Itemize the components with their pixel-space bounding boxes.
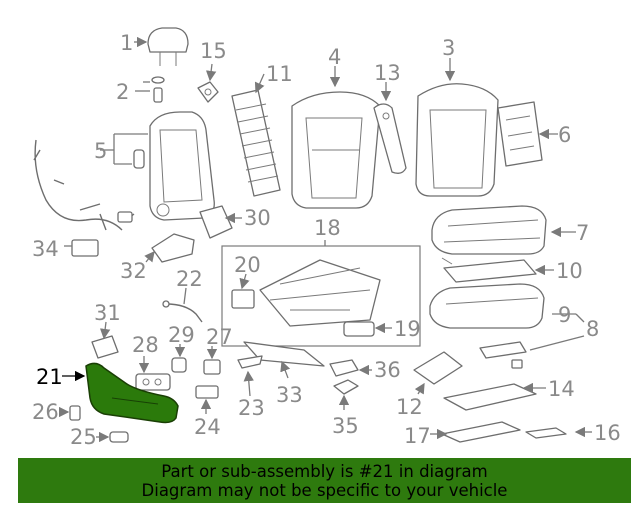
- part-7-cushion-cover: [431, 205, 547, 255]
- part-26-cap: [69, 405, 81, 421]
- callout-13: 13: [374, 61, 401, 85]
- part-24-bezel: [195, 385, 219, 399]
- callout-21: 21: [36, 365, 63, 389]
- callout-3: 3: [442, 36, 455, 60]
- notice-banner: Part or sub-assembly is #21 in diagram D…: [18, 458, 631, 503]
- part-8-mat: [479, 341, 527, 369]
- part-18-seat-adjuster-box: [221, 245, 421, 347]
- callout-31: 31: [94, 301, 121, 325]
- part-5-clip: [133, 149, 145, 169]
- part-36-bracket: [329, 359, 359, 377]
- part-32-cover: [151, 233, 195, 263]
- callout-35: 35: [332, 414, 359, 438]
- part-3-seatback-pad: [415, 83, 499, 197]
- callout-1: 1: [120, 31, 133, 55]
- callout-5: 5: [94, 139, 107, 163]
- part-17-bracket: [441, 421, 521, 443]
- banner-line-1: Part or sub-assembly is #21 in diagram: [161, 461, 488, 481]
- callout-23: 23: [238, 396, 265, 420]
- callout-8: 8: [586, 317, 599, 341]
- banner-line-2: Diagram may not be specific to your vehi…: [141, 480, 508, 500]
- part-22-cable: [162, 300, 203, 323]
- callout-30: 30: [244, 206, 271, 230]
- part-34-wiring-harness: [33, 139, 135, 257]
- part-10-heater-pad: [441, 257, 537, 283]
- callout-27: 27: [206, 325, 233, 349]
- part-23-handle: [237, 355, 263, 369]
- part-12-module: [413, 351, 463, 385]
- part-9-cushion-pad: [429, 283, 545, 329]
- part-16-clip: [525, 427, 567, 439]
- part-4-seatback-cover: [291, 91, 381, 209]
- callout-24: 24: [194, 415, 221, 439]
- callout-26: 26: [32, 400, 59, 424]
- callout-20: 20: [234, 253, 261, 277]
- callout-10: 10: [556, 259, 583, 283]
- callout-14: 14: [548, 377, 575, 401]
- part-29-knob: [171, 357, 187, 373]
- part-13-trim: [373, 103, 407, 174]
- part-20-adjuster-assembly: [231, 259, 381, 327]
- part-14-pan: [443, 383, 537, 411]
- part-5-seatback-frame: [149, 111, 215, 221]
- callout-11: 11: [266, 62, 293, 86]
- callout-29: 29: [168, 323, 195, 347]
- part-31-clip: [91, 335, 119, 359]
- callout-7: 7: [576, 221, 589, 245]
- callout-28: 28: [132, 333, 159, 357]
- callout-4: 4: [328, 45, 341, 69]
- callout-9: 9: [558, 303, 571, 327]
- part-30-bracket: [199, 205, 233, 239]
- callout-34: 34: [32, 237, 59, 261]
- callout-2: 2: [116, 80, 129, 104]
- callout-16: 16: [594, 421, 621, 445]
- callout-15: 15: [200, 39, 227, 63]
- part-1-headrest: [147, 27, 189, 66]
- callout-22: 22: [176, 267, 203, 291]
- callout-6: 6: [558, 123, 571, 147]
- callout-labels: 1 2 3 4 5 6 7 8 9 10 11 12 13 14 15 16 1…: [32, 31, 621, 449]
- part-2-guide: [151, 76, 165, 103]
- part-33-trim-panel: [243, 341, 325, 367]
- callout-32: 32: [120, 259, 147, 283]
- callout-19: 19: [394, 317, 421, 341]
- part-21-seat-shield: [85, 362, 179, 424]
- part-15-clip: [197, 81, 219, 103]
- callout-18: 18: [314, 216, 341, 240]
- part-27-switch: [203, 359, 221, 375]
- part-35-cap: [333, 379, 359, 395]
- part-28-switch-panel: [135, 373, 171, 391]
- callout-36: 36: [374, 358, 401, 382]
- callout-17: 17: [404, 424, 431, 448]
- callout-25: 25: [70, 425, 97, 449]
- part-19-motor: [343, 321, 375, 337]
- part-6-back-panel: [497, 101, 543, 167]
- parts-diagram: 1 2 3 4 5 6 7 8 9 10 11 12 13 14 15 16 1…: [32, 27, 621, 449]
- part-25-plug: [109, 431, 129, 443]
- part-11-lumbar-spring: [231, 89, 281, 197]
- callout-12: 12: [396, 395, 423, 419]
- callout-33: 33: [276, 383, 303, 407]
